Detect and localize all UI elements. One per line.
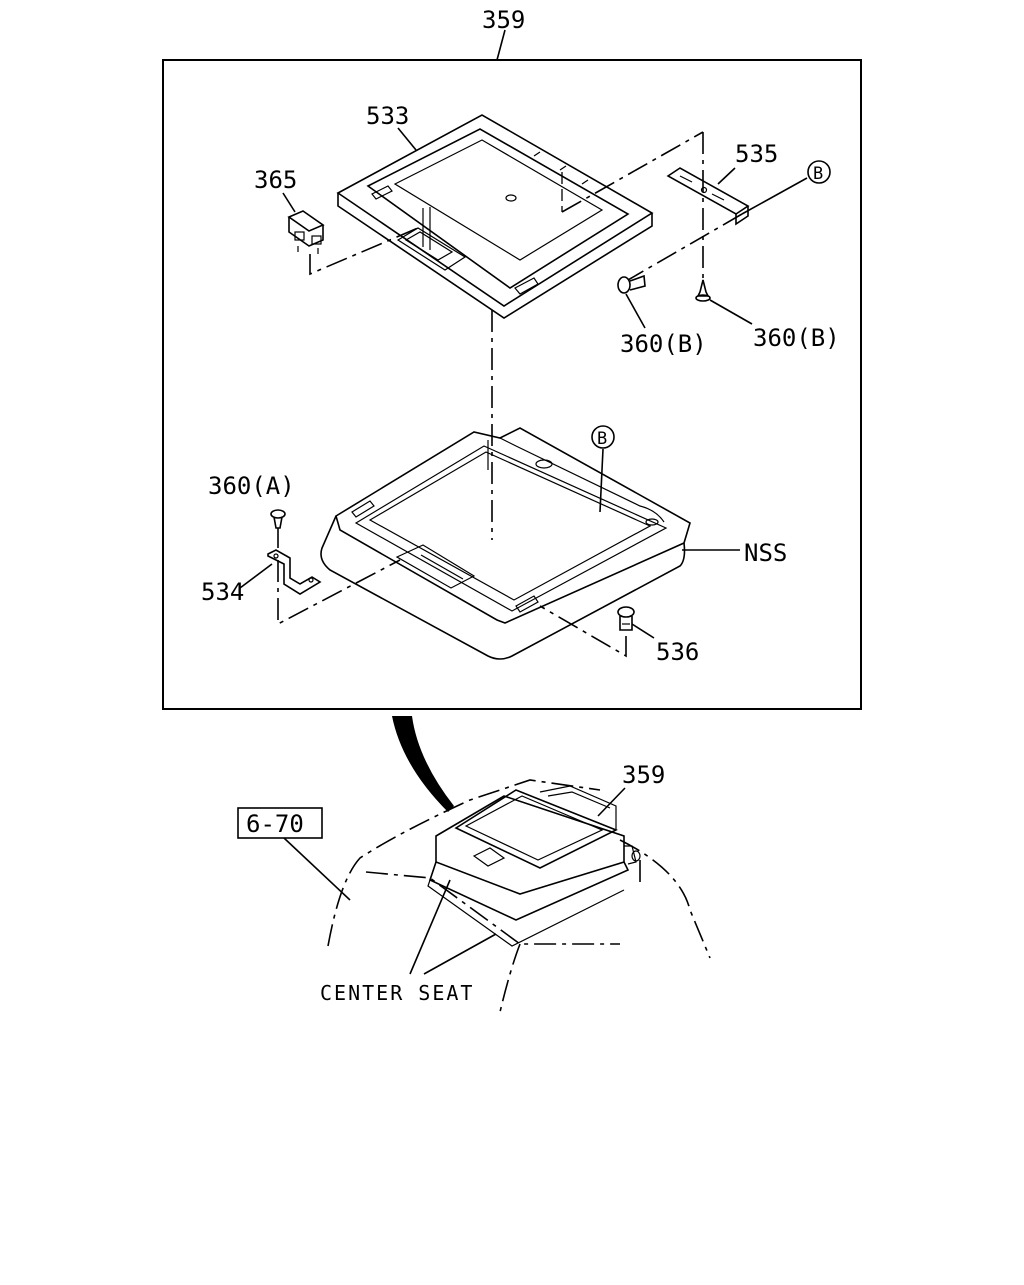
label-assembly-lower: 359 — [622, 761, 665, 789]
screw-b-right-drawing — [695, 279, 711, 302]
screw-b-left-drawing — [617, 274, 646, 294]
screw-a-drawing — [270, 509, 286, 529]
screw-b-install-line — [627, 213, 743, 281]
assembly-lower-drawing — [427, 785, 641, 947]
label-assembly-top: 359 — [482, 6, 525, 34]
label-bracket-left: 534 — [201, 578, 244, 606]
label-screw-a: 360(A) — [208, 472, 295, 500]
label-screw-b-left: 360(B) — [620, 330, 707, 358]
clip-536-drawing — [617, 606, 635, 631]
console-nss-drawing — [320, 427, 691, 660]
cover-533-drawing — [336, 114, 654, 319]
bracket-534-drawing — [267, 549, 322, 595]
switch-365-drawing — [287, 210, 325, 254]
ref-b-letter-mid: B — [597, 429, 607, 449]
ref-b-circle-mid — [591, 425, 615, 449]
bracket-535-drawing — [666, 167, 750, 226]
label-clip: 536 — [656, 638, 699, 666]
leader-cover — [397, 127, 417, 151]
leader-center-seat — [409, 879, 497, 975]
label-switch: 365 — [254, 166, 297, 194]
diagram-frame — [162, 59, 862, 710]
leader-bracket-left — [239, 563, 273, 589]
leader-screw-b-right — [709, 299, 753, 325]
location-arrow — [392, 716, 454, 812]
leader-assembly-lower — [597, 787, 626, 817]
label-nss: NSS — [744, 539, 787, 567]
leader-screw-b-left — [625, 293, 646, 329]
leader-bracket-right — [717, 167, 736, 185]
leader-ref-box — [283, 837, 351, 901]
clip-install-line — [539, 605, 627, 658]
leader-ref-b-mid — [599, 448, 604, 513]
bracket-left-install-line — [277, 559, 401, 626]
label-bracket-right: 535 — [735, 140, 778, 168]
label-center-seat: CENTER SEAT — [320, 981, 474, 1005]
cover-center-line — [561, 131, 704, 213]
ref-box — [237, 807, 323, 839]
leader-ref-b-top — [741, 177, 808, 215]
leader-assembly-top — [496, 29, 506, 61]
label-ref-box: 6-70 — [246, 810, 304, 838]
switch-install-line — [309, 227, 419, 276]
leader-clip — [631, 623, 655, 639]
ref-b-letter-top: B — [813, 164, 823, 184]
label-cover: 533 — [366, 102, 409, 130]
ref-b-circle-top — [807, 160, 831, 184]
leader-switch — [282, 192, 296, 213]
label-screw-b-right: 360(B) — [753, 324, 840, 352]
seat-outline — [327, 779, 711, 1013]
